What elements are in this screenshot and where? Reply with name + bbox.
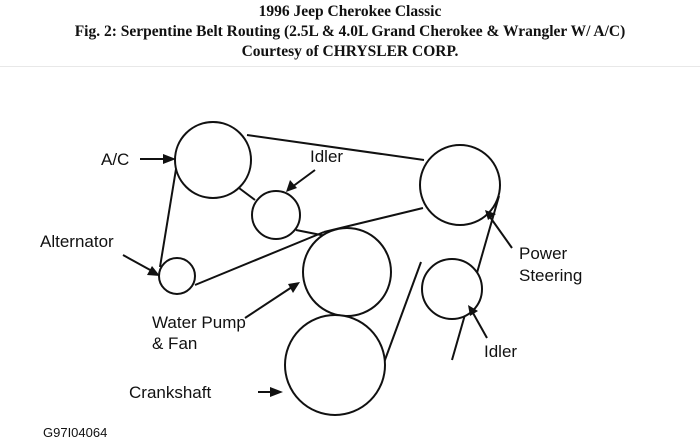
figure-title: 1996 Jeep Cherokee Classic xyxy=(258,3,442,20)
upper-idler-leader-arrow xyxy=(286,169,316,192)
crankshaft-label: Crankshaft xyxy=(129,383,211,402)
belt-segment-alternator-waterpump xyxy=(194,231,325,286)
belt-segment-idler-waterpump xyxy=(295,229,327,237)
upper-idler-label: Idler xyxy=(310,147,343,166)
alternator-pulley xyxy=(158,257,196,295)
power-steering-label-line2: Steering xyxy=(519,266,582,285)
belt-segment-idler-crankshaft xyxy=(381,261,422,369)
ac-leader-arrow xyxy=(140,154,176,164)
belt-segment-ac-idler xyxy=(238,187,256,201)
header-divider xyxy=(0,66,700,67)
belt-segment-ac-alternator xyxy=(159,162,178,268)
water-pump-pulley xyxy=(302,227,392,317)
figure-code: G97I04064 xyxy=(43,425,107,440)
ac-pulley xyxy=(174,121,252,199)
belt-segment-ac-steering xyxy=(246,134,425,161)
ac-label: A/C xyxy=(101,150,129,169)
power-steering-label-line1: Power xyxy=(519,244,568,263)
crankshaft-leader-arrow xyxy=(258,387,283,397)
power-steering-leader-arrow xyxy=(485,210,513,249)
water-pump-label-line1: Water Pump xyxy=(152,313,246,332)
power-steering-pulley xyxy=(419,144,501,226)
alternator-leader-arrow xyxy=(122,254,160,276)
upper-idler-pulley xyxy=(251,190,301,240)
lower-idler-label: Idler xyxy=(484,342,517,361)
water-pump-leader-arrow xyxy=(244,282,300,319)
water-pump-label-line2: & Fan xyxy=(152,334,197,353)
figure-credit: Courtesy of CHRYSLER CORP. xyxy=(241,43,459,60)
crankshaft-pulley xyxy=(284,314,386,416)
figure-subtitle: Fig. 2: Serpentine Belt Routing (2.5L & … xyxy=(74,23,626,40)
alternator-label: Alternator xyxy=(40,232,114,251)
lower-idler-pulley xyxy=(421,258,483,320)
lower-idler-leader-arrow xyxy=(468,305,488,339)
figure-header: 1996 Jeep Cherokee Classic Fig. 2: Serpe… xyxy=(0,0,700,66)
